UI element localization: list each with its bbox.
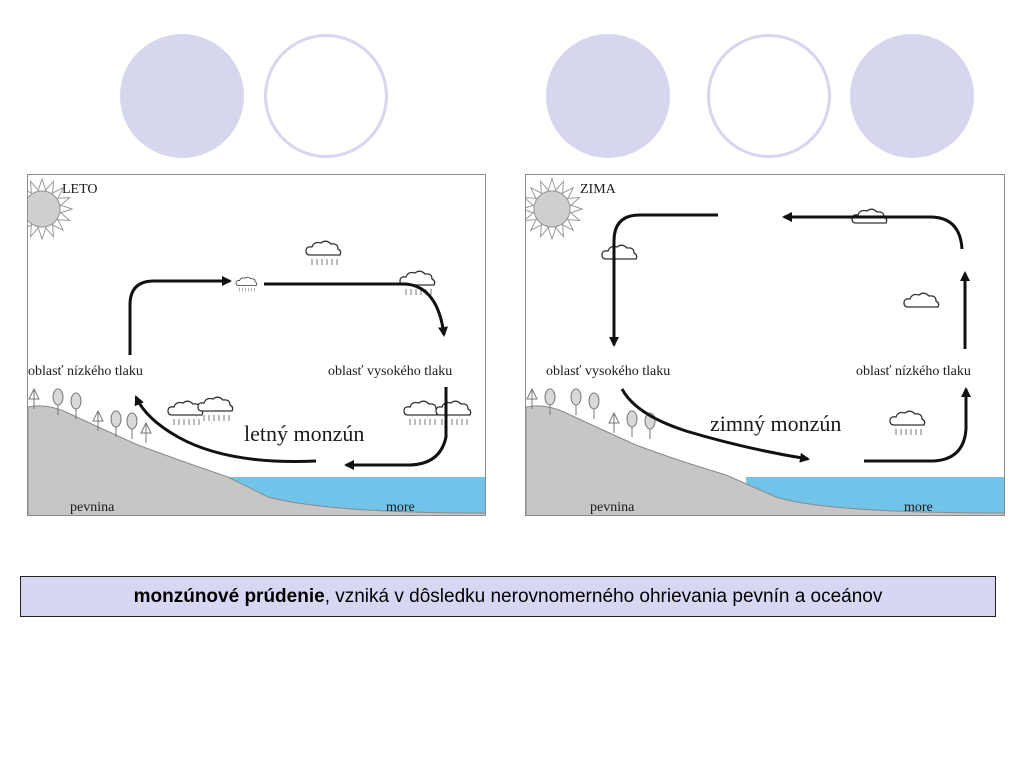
caption-text: , vzniká v dôsledku nerovnomerného ohrie… [324,585,883,607]
tree-icon [140,422,152,444]
cloud-rain-icon [197,396,234,422]
sun-icon [526,178,583,240]
summer-low-pressure-label: oblasť nízkého tlaku [28,364,143,379]
cloud-icon [903,292,940,308]
tree-icon [608,412,620,434]
decor-circle-2 [264,34,388,158]
cloud-rain-icon [403,400,440,426]
cloud-rain-icon [167,400,204,426]
summer-season-label: LETO [62,182,98,197]
decor-circle-4 [707,34,831,158]
winter-monsoon-diagram: ZIMA oblasť vysokého tlaku oblasť nízkéh… [525,174,1005,516]
tree-icon [588,392,600,420]
lower-right-arrow [864,387,971,463]
cloud-icon [601,244,638,260]
winter-sea-label: more [904,500,933,515]
cloud-rain-icon [305,240,342,266]
summer-land-label: pevnina [70,500,115,515]
lower-right-arrow [344,387,448,470]
summer-sea-label: more [386,500,415,515]
winter-monsoon-label: zimný monzún [710,411,841,436]
cloud-rain-icon [435,400,472,426]
upper-right-arrow [264,282,448,337]
cloud-icon [235,276,258,292]
upper-left-arrow [609,213,718,347]
decor-circle-1 [120,34,244,158]
land [526,405,1004,515]
winter-high-pressure-label: oblasť vysokého tlaku [546,364,670,379]
tree-icon [570,388,582,416]
upper-right-arrow [782,212,964,250]
lower-left-arrow [134,395,317,463]
tree-icon [126,412,138,440]
summer-high-pressure-label: oblasť vysokého tlaku [328,364,452,379]
caption-box: monzúnové prúdenie, vzniká v dôsledku ne… [20,576,996,617]
winter-low-pressure-label: oblasť nízkého tlaku [856,364,971,379]
winter-season-label: ZIMA [580,182,617,197]
caption-term: monzúnové prúdenie [133,585,325,607]
tree-icon [626,410,638,438]
upper-left-arrow [128,276,232,355]
summer-monsoon-label: letný monzún [244,421,364,446]
decor-circle-5 [850,34,974,158]
cloud-rain-icon [889,410,926,436]
lower-left-arrow [620,388,810,463]
summer-monsoon-diagram: LETO oblasť nízkého tlaku oblasť vysokéh… [27,174,486,516]
decor-circle-3 [546,34,670,158]
winter-land-label: pevnina [590,500,635,515]
land [28,405,485,515]
